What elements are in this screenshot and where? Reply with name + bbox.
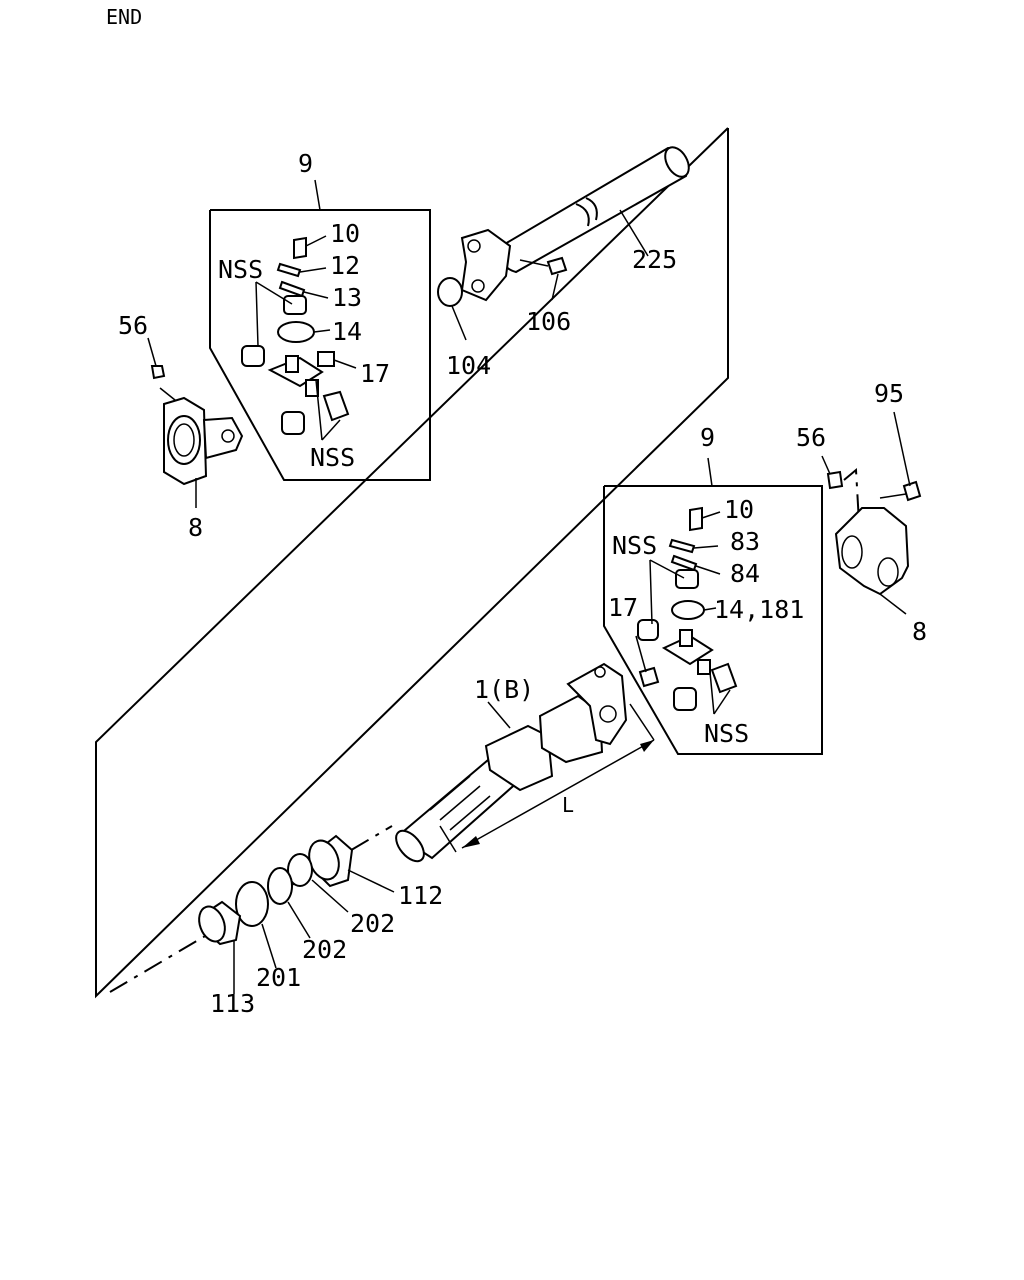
callout-8-right: 8 [912, 617, 927, 646]
callout-112: 112 [398, 881, 443, 910]
grease-fitting-106 [519, 256, 568, 301]
callout-17-top: 17 [360, 359, 390, 388]
flange-yoke-right [821, 411, 922, 615]
callout-225: 225 [632, 245, 677, 274]
callout-202-a: 202 [350, 909, 395, 938]
callout-1b: 1(B) [474, 675, 534, 704]
callout-201: 201 [256, 963, 301, 992]
callout-nss-bottom-a: NSS [612, 531, 657, 560]
callout-13: 13 [332, 283, 362, 312]
flange-yoke-left [147, 337, 244, 508]
seal-rings [109, 825, 395, 994]
upper-u-joint-parts [241, 235, 357, 441]
u-joint-kit-box-top [209, 179, 431, 481]
callout-9-top: 9 [298, 149, 313, 178]
callout-113: 113 [210, 989, 255, 1018]
callout-95: 95 [874, 379, 904, 408]
u-joint-kit-box-bottom [603, 457, 823, 755]
callout-10-bottom: 10 [724, 495, 754, 524]
callout-56-left: 56 [118, 311, 148, 340]
slip-yoke-shaft [395, 662, 628, 863]
callout-106: 106 [526, 307, 571, 336]
callout-12: 12 [330, 251, 360, 280]
callout-14: 14 [332, 317, 362, 346]
callout-8-left: 8 [188, 513, 203, 542]
lower-u-joint-parts [635, 506, 738, 715]
callout-10-top: 10 [330, 219, 360, 248]
shaft-tube-225 [496, 146, 690, 274]
tube-yoke [460, 228, 512, 302]
callout-202-b: 202 [302, 935, 347, 964]
dimension-l-label: L [562, 793, 574, 817]
callout-104: 104 [446, 351, 491, 380]
snap-ring-104 [437, 277, 467, 341]
assembly-outline [95, 127, 729, 999]
callout-17-bottom: 17 [608, 593, 638, 622]
callout-83: 83 [730, 527, 760, 556]
callout-56-right: 56 [796, 423, 826, 452]
callout-84: 84 [730, 559, 760, 588]
callout-9-bottom: 9 [700, 423, 715, 452]
callout-nss-bottom-b: NSS [704, 719, 749, 748]
callout-nss-top-a: NSS [218, 255, 263, 284]
end-marker: END [106, 5, 142, 29]
callout-nss-top-b: NSS [310, 443, 355, 472]
callout-14-181: 14,181 [714, 595, 804, 624]
dimension-l [439, 703, 655, 853]
